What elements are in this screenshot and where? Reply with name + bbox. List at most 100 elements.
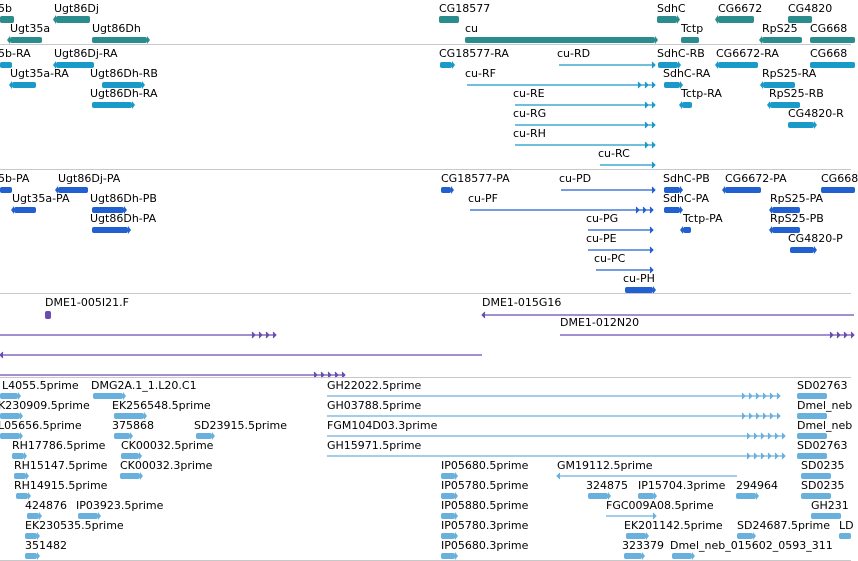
feature-glyph[interactable] <box>324 452 788 461</box>
feature-glyph[interactable] <box>512 101 658 110</box>
feature-glyph[interactable] <box>585 246 656 255</box>
feature-glyph[interactable] <box>9 81 39 90</box>
feature-glyph[interactable] <box>654 15 680 25</box>
feature-glyph[interactable] <box>661 186 683 195</box>
feature-glyph[interactable] <box>438 532 458 541</box>
feature-glyph[interactable] <box>99 81 145 90</box>
feature-glyph[interactable] <box>89 36 150 45</box>
feature-glyph[interactable] <box>818 187 858 195</box>
feature-glyph[interactable] <box>554 472 740 481</box>
feature-glyph[interactable] <box>42 311 54 321</box>
feature-glyph[interactable] <box>0 351 485 361</box>
feature-glyph[interactable] <box>7 36 45 45</box>
feature-glyph[interactable] <box>11 206 39 215</box>
feature-glyph[interactable] <box>22 552 40 561</box>
feature-glyph[interactable] <box>89 101 135 110</box>
feature-glyph[interactable] <box>733 492 759 501</box>
feature-glyph[interactable] <box>593 266 656 275</box>
feature-glyph[interactable] <box>585 226 656 235</box>
feature-glyph[interactable] <box>785 121 817 130</box>
feature-glyph[interactable] <box>715 15 757 25</box>
feature-glyph[interactable] <box>438 512 458 521</box>
feature-glyph[interactable] <box>759 36 805 45</box>
feature-glyph[interactable] <box>89 206 127 215</box>
feature-glyph[interactable] <box>785 16 815 25</box>
feature-glyph[interactable] <box>9 452 27 461</box>
feature-glyph[interactable] <box>798 493 834 501</box>
feature-glyph[interactable] <box>655 61 681 70</box>
feature-glyph[interactable] <box>722 186 764 195</box>
feature-glyph[interactable] <box>836 533 854 541</box>
feature-glyph[interactable] <box>557 331 857 341</box>
feature-glyph[interactable] <box>11 472 29 481</box>
feature-glyph[interactable] <box>787 246 817 255</box>
feature-glyph[interactable] <box>462 36 658 45</box>
feature-glyph[interactable] <box>679 101 695 110</box>
feature-glyph[interactable] <box>807 37 858 45</box>
feature-glyph[interactable] <box>585 492 611 501</box>
feature-glyph[interactable] <box>715 61 761 70</box>
feature-glyph[interactable] <box>438 492 458 501</box>
feature-glyph[interactable] <box>438 186 454 195</box>
feature-glyph[interactable] <box>621 552 645 561</box>
feature-glyph[interactable] <box>55 186 91 195</box>
feature-glyph[interactable] <box>794 453 830 461</box>
feature-glyph[interactable] <box>89 226 131 235</box>
feature-glyph[interactable] <box>622 286 656 295</box>
feature-glyph[interactable] <box>13 492 31 501</box>
feature-glyph[interactable] <box>0 412 23 421</box>
feature-glyph[interactable] <box>556 61 658 70</box>
feature-glyph[interactable] <box>75 512 101 521</box>
feature-glyph[interactable] <box>769 206 803 215</box>
feature-glyph[interactable] <box>512 121 658 130</box>
feature-glyph[interactable] <box>0 16 17 25</box>
feature-glyph[interactable] <box>767 101 803 110</box>
feature-glyph[interactable] <box>111 412 147 421</box>
feature-glyph[interactable] <box>669 552 695 561</box>
feature-glyph[interactable] <box>53 61 97 70</box>
feature-glyph[interactable] <box>0 432 23 441</box>
feature-glyph[interactable] <box>324 432 788 441</box>
feature-glyph[interactable] <box>0 331 279 341</box>
feature-glyph[interactable] <box>623 532 649 541</box>
feature-glyph[interactable] <box>193 432 215 441</box>
feature-glyph[interactable] <box>22 532 40 541</box>
feature-glyph[interactable] <box>53 15 93 25</box>
feature-glyph[interactable] <box>794 413 830 421</box>
feature-glyph[interactable] <box>479 311 857 321</box>
feature-glyph[interactable] <box>678 37 702 45</box>
feature-glyph[interactable] <box>794 393 830 401</box>
feature-glyph[interactable] <box>324 392 783 401</box>
feature-glyph[interactable] <box>734 532 756 541</box>
feature-glyph[interactable] <box>438 472 458 481</box>
feature-glyph[interactable] <box>117 472 143 481</box>
feature-glyph[interactable] <box>512 141 658 150</box>
feature-glyph[interactable] <box>324 412 783 421</box>
feature-glyph[interactable] <box>467 206 656 215</box>
feature-glyph[interactable] <box>603 512 659 521</box>
feature-glyph[interactable] <box>0 187 15 195</box>
feature-glyph[interactable] <box>438 552 458 561</box>
feature-glyph[interactable] <box>807 62 858 70</box>
feature-glyph[interactable] <box>760 81 798 90</box>
feature-glyph[interactable] <box>558 186 658 195</box>
feature-glyph[interactable] <box>661 206 683 215</box>
feature-glyph[interactable] <box>437 61 455 70</box>
feature-glyph[interactable] <box>24 512 42 521</box>
feature-glyph[interactable] <box>90 392 126 401</box>
feature-glyph[interactable] <box>0 62 15 70</box>
feature-glyph[interactable] <box>635 492 657 501</box>
feature-glyph[interactable] <box>808 513 844 521</box>
feature-glyph[interactable] <box>111 432 133 441</box>
feature-glyph[interactable] <box>769 226 803 235</box>
feature-glyph[interactable] <box>661 81 683 90</box>
feature-glyph[interactable] <box>0 392 21 401</box>
feature-glyph[interactable] <box>464 81 658 90</box>
feature-glyph[interactable] <box>118 452 142 461</box>
feature-glyph[interactable] <box>798 473 834 481</box>
feature-glyph[interactable] <box>436 16 462 25</box>
feature-glyph[interactable] <box>680 226 694 235</box>
feature-glyph[interactable] <box>794 433 830 441</box>
feature-glyph[interactable] <box>597 161 658 170</box>
